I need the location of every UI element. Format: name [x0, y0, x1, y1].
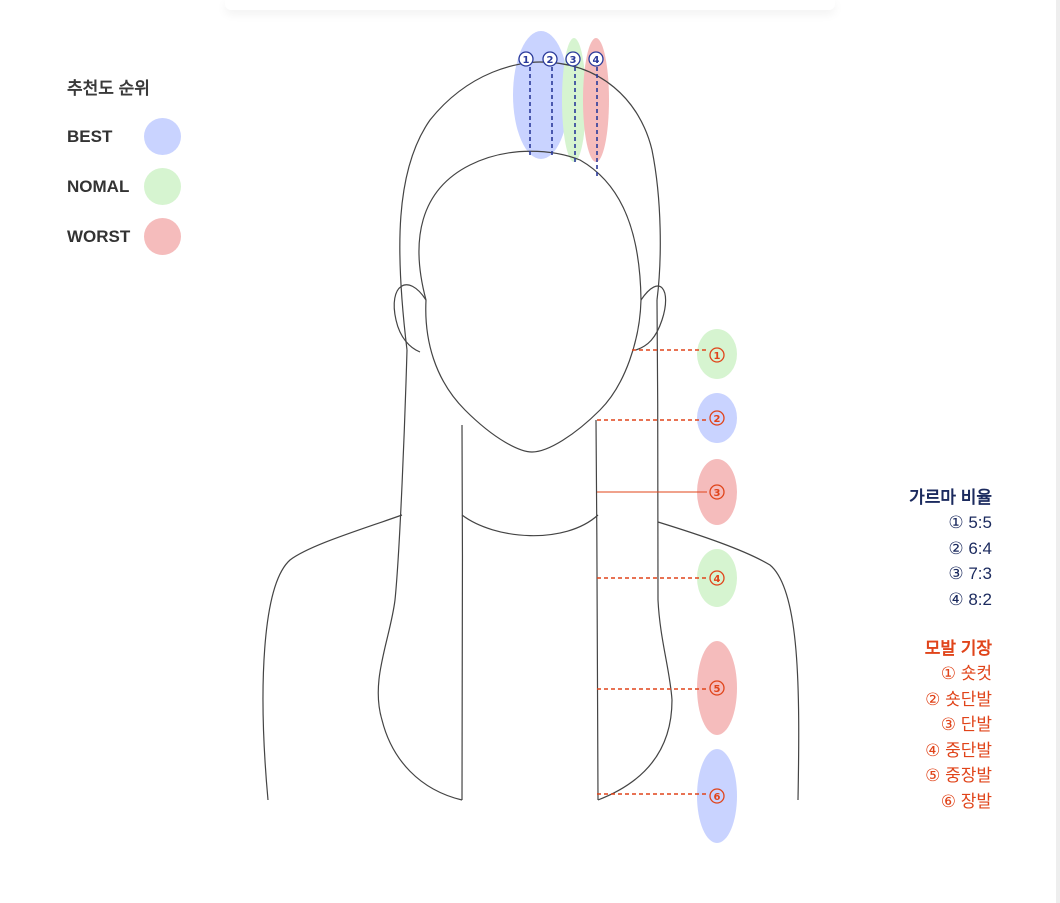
length-lines [597, 349, 707, 795]
hair-right-inner [595, 419, 599, 801]
parting-marker-label-1: 1 [523, 55, 530, 66]
legend-swatch-nomal [144, 168, 181, 205]
hair-right-strand [597, 299, 673, 801]
shoulder-right [657, 521, 800, 801]
top-bar [225, 0, 835, 10]
parting-panel: 가르마 비율 ① 5:5 ② 6:4 ③ 7:3 ④ 8:2 [822, 486, 992, 612]
parting-markers [518, 51, 604, 67]
parting-ellipses [513, 31, 609, 162]
parting-item: ④ 8:2 [948, 589, 992, 609]
legend-item-worst: WORST [67, 218, 197, 258]
collar [461, 514, 599, 537]
length-markers [709, 347, 725, 804]
legend-item-best: BEST [67, 118, 197, 158]
length-marker-2 [709, 410, 725, 426]
parting-marker-1 [518, 51, 534, 67]
parting-title: 가르마 비율 [909, 488, 992, 507]
length-marker-6 [709, 788, 725, 804]
length-panel: 모발 기장 ① 숏컷 ② 숏단발 ③ 단발 ④ 중단발 ⑤ 중장발 ⑥ 장발 [822, 637, 992, 814]
length-marker-3 [709, 484, 725, 500]
face [425, 299, 642, 453]
length-ellipse-1 [697, 329, 737, 379]
length-marker-5 [709, 680, 725, 696]
parting-marker-label-3: 3 [570, 55, 577, 66]
length-ellipse-4 [697, 549, 737, 607]
scrollbar[interactable] [1056, 0, 1060, 903]
ear-left [393, 284, 427, 353]
length-marker-labels: 1 2 3 4 5 6 [714, 351, 721, 803]
parting-marker-3 [565, 51, 581, 67]
parting-marker-labels: 1 2 3 4 [523, 55, 600, 66]
parting-marker-2 [542, 51, 558, 67]
legend-label-nomal: NOMAL [67, 177, 130, 196]
length-item: ⑥ 장발 [940, 791, 992, 811]
length-marker-4 [709, 570, 725, 586]
legend-item-nomal: NOMAL [67, 168, 197, 208]
length-ellipse-5 [697, 641, 737, 735]
figure-outline [262, 61, 800, 801]
parting-item: ② 6:4 [948, 538, 992, 558]
length-title: 모발 기장 [924, 639, 992, 658]
ear-right [635, 285, 667, 351]
length-ellipse-2 [697, 393, 737, 443]
parting-item: ③ 7:3 [948, 564, 992, 583]
hairline [418, 150, 642, 301]
parting-marker-4 [588, 51, 604, 67]
shoulder-left [262, 514, 403, 801]
hair-outer [399, 61, 661, 351]
length-marker-label-5: 5 [714, 684, 721, 695]
length-marker-label-6: 6 [714, 792, 721, 803]
length-ellipse-6 [697, 749, 737, 843]
parting-lines [529, 67, 598, 178]
length-ellipse-3 [697, 459, 737, 525]
length-marker-label-1: 1 [714, 351, 721, 362]
length-item: ④ 중단발 [925, 740, 992, 760]
length-item: ② 숏단발 [925, 689, 992, 709]
parting-ellipse-1-2 [513, 31, 569, 159]
parting-marker-label-4: 4 [593, 55, 600, 66]
legend-label-worst: WORST [67, 227, 131, 246]
length-marker-label-4: 4 [714, 574, 721, 585]
legend-title: 추천도 순위 [67, 79, 150, 98]
legend-swatch-worst [144, 218, 181, 255]
parting-marker-label-2: 2 [547, 55, 554, 66]
parting-ellipse-4 [583, 38, 609, 162]
length-marker-1 [709, 347, 725, 363]
length-marker-label-3: 3 [714, 488, 721, 499]
length-item: ③ 단발 [940, 715, 992, 734]
length-item: ⑤ 중장발 [925, 766, 992, 785]
legend-swatch-best [144, 118, 181, 155]
legend-label-best: BEST [67, 127, 113, 146]
hair-left-strand [377, 349, 463, 801]
length-item: ① 숏컷 [940, 664, 992, 683]
parting-ellipse-3 [562, 38, 586, 162]
parting-item: ① 5:5 [948, 513, 992, 532]
length-ellipses [697, 329, 737, 843]
length-marker-label-2: 2 [714, 414, 721, 425]
